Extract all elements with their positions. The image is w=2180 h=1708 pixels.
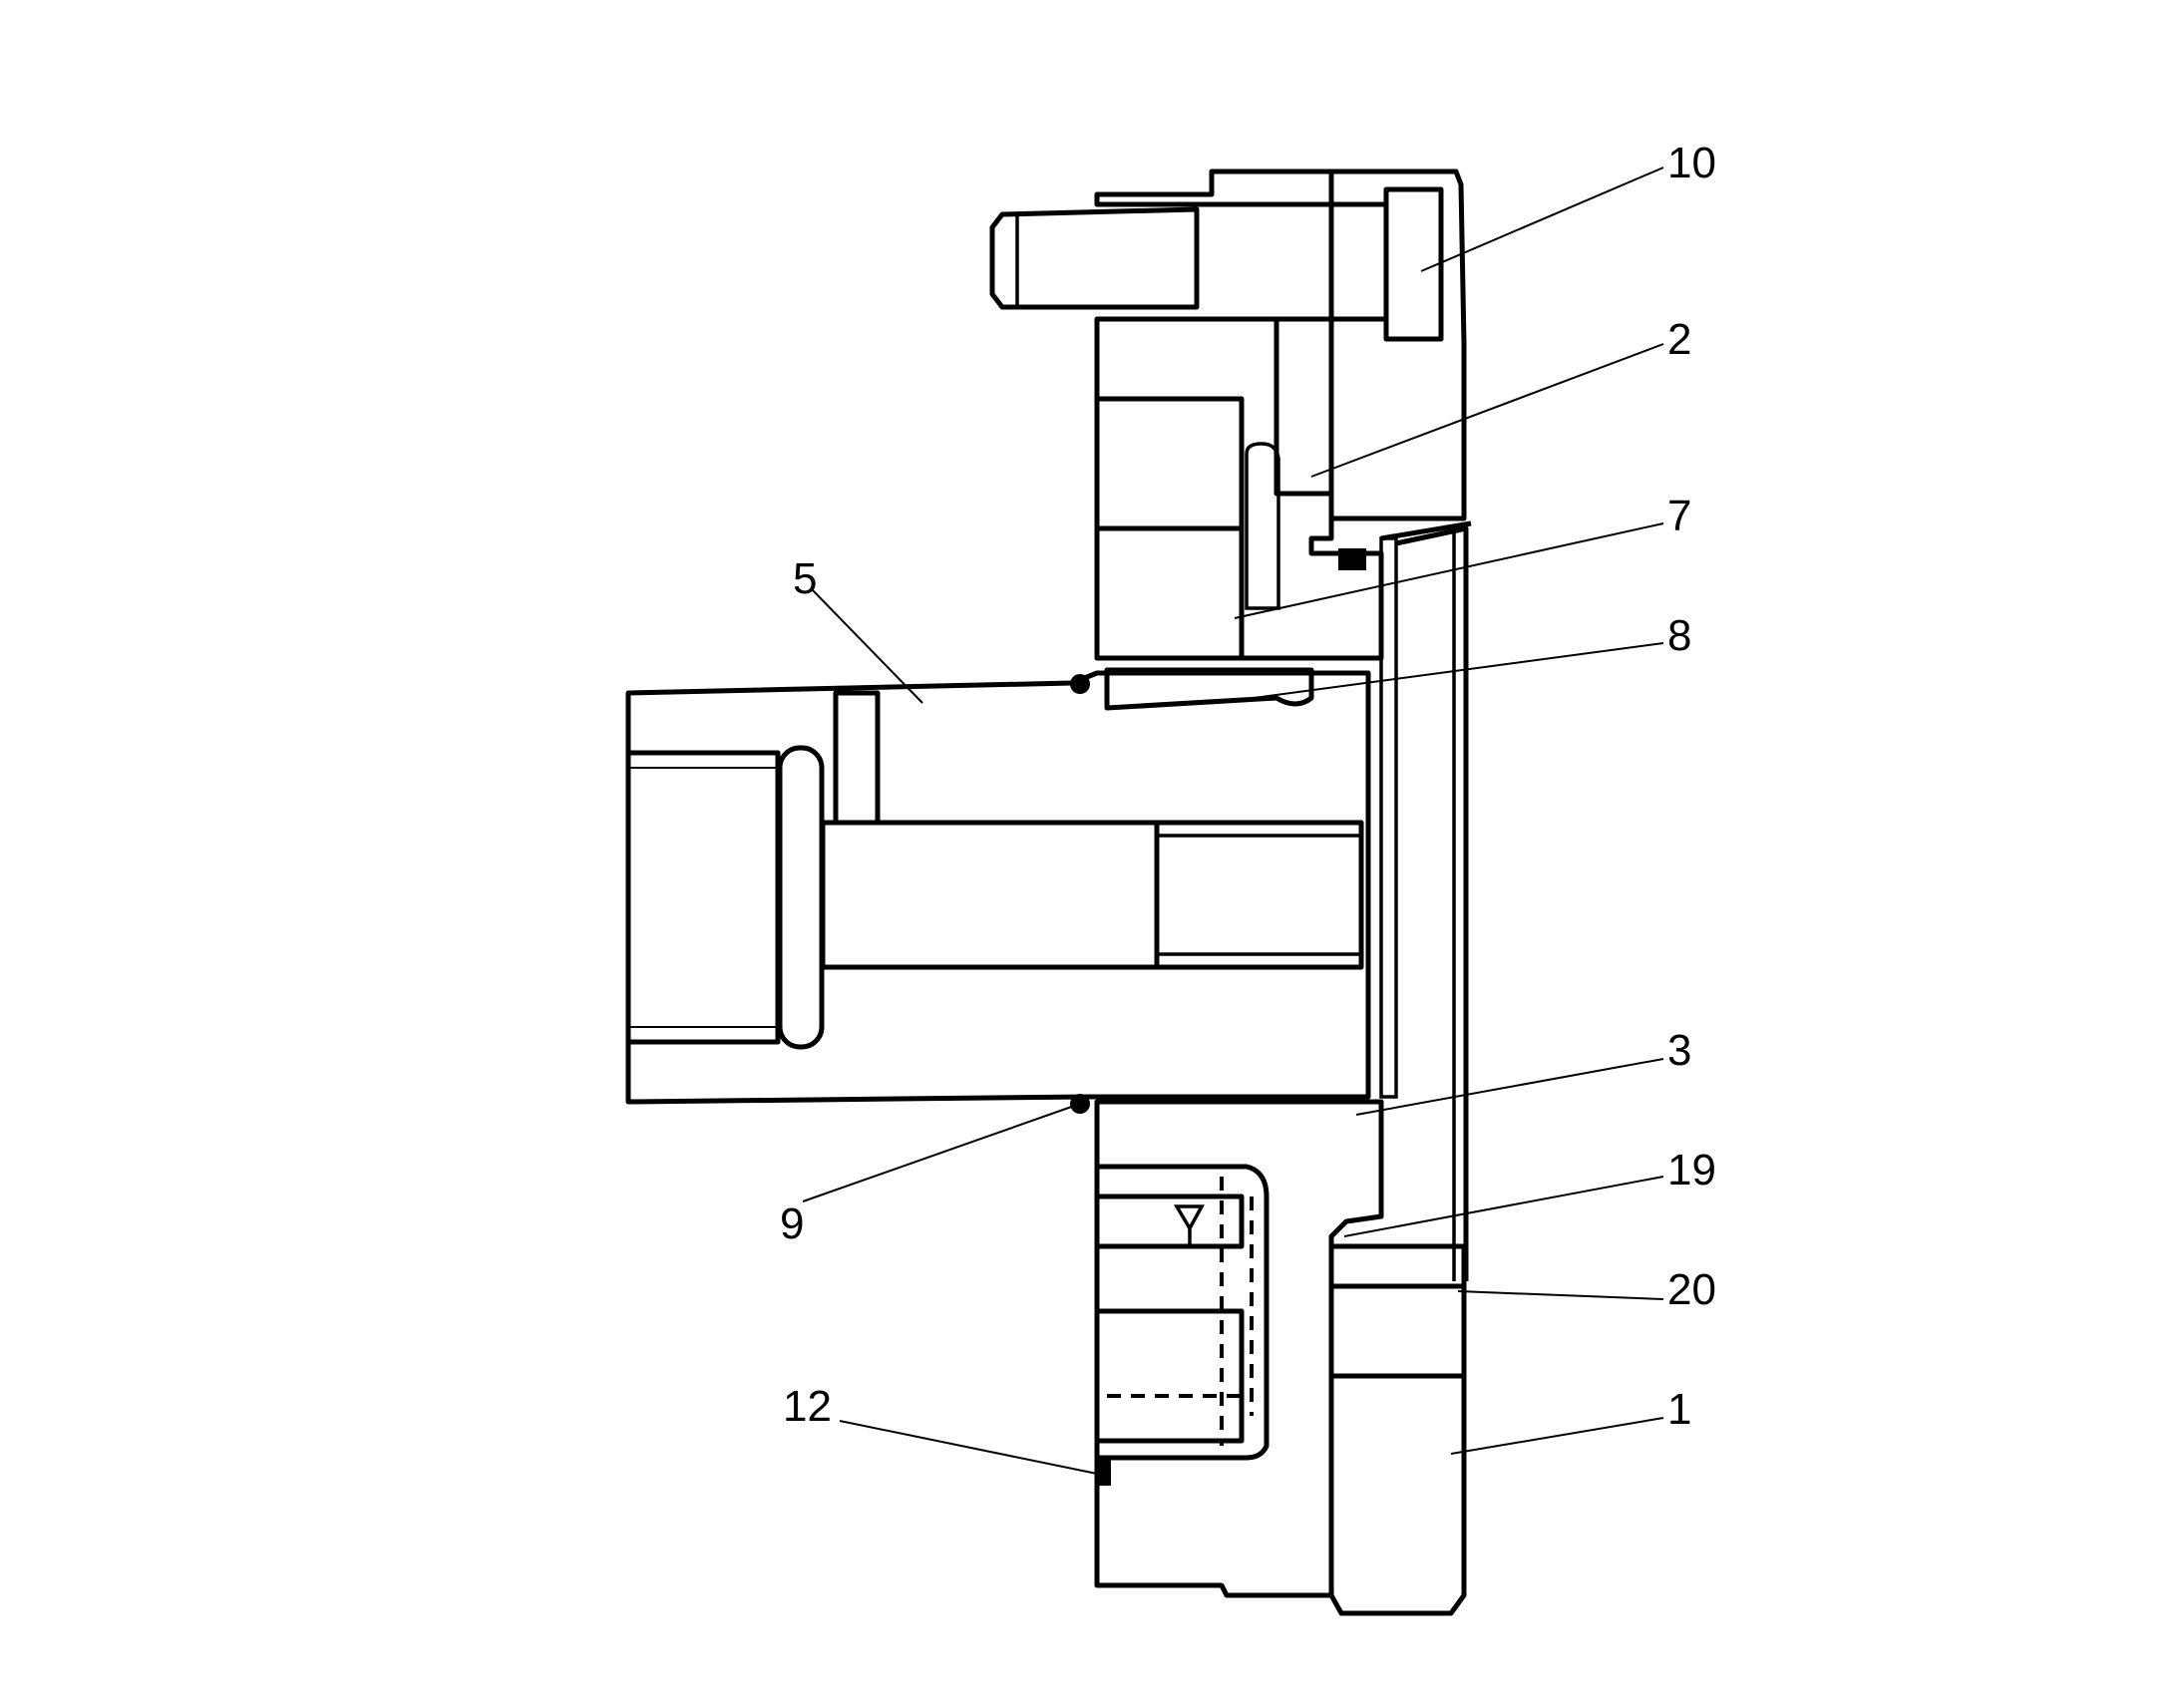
seal-ring-upper: [1070, 674, 1090, 694]
label-12: 12: [783, 1382, 832, 1431]
leader-12: [839, 1420, 1098, 1475]
leader-8: [1216, 642, 1664, 704]
label-8: 8: [1667, 611, 1691, 660]
label-5: 5: [793, 554, 817, 603]
leader-20: [1457, 1290, 1664, 1300]
leader-19: [1343, 1176, 1664, 1237]
label-1: 1: [1667, 1385, 1691, 1434]
leader-1: [1450, 1417, 1664, 1455]
label-3: 3: [1667, 1026, 1691, 1075]
leader-9: [802, 1103, 1081, 1202]
label-7: 7: [1667, 492, 1691, 540]
label-9: 9: [780, 1199, 804, 1248]
cover-plate: [1338, 520, 1472, 1281]
reference-labels: 10 2 7 5 8 3 9 19 20 12 1: [780, 139, 1716, 1434]
label-10: 10: [1667, 139, 1716, 187]
leader-lines: [802, 167, 1664, 1475]
part-3-lower-body: [1094, 1099, 1384, 1598]
label-20: 20: [1667, 1265, 1716, 1314]
label-2: 2: [1667, 315, 1691, 364]
leader-5: [810, 587, 923, 704]
leader-7: [1234, 522, 1664, 619]
leader-3: [1355, 1058, 1664, 1116]
part-5-hub: [625, 667, 1371, 1114]
label-19: 19: [1667, 1146, 1716, 1195]
leader-10: [1420, 167, 1664, 272]
part-2-body: [1094, 169, 1384, 661]
part-10-bolt: [989, 186, 1444, 342]
leader-2: [1310, 343, 1664, 478]
